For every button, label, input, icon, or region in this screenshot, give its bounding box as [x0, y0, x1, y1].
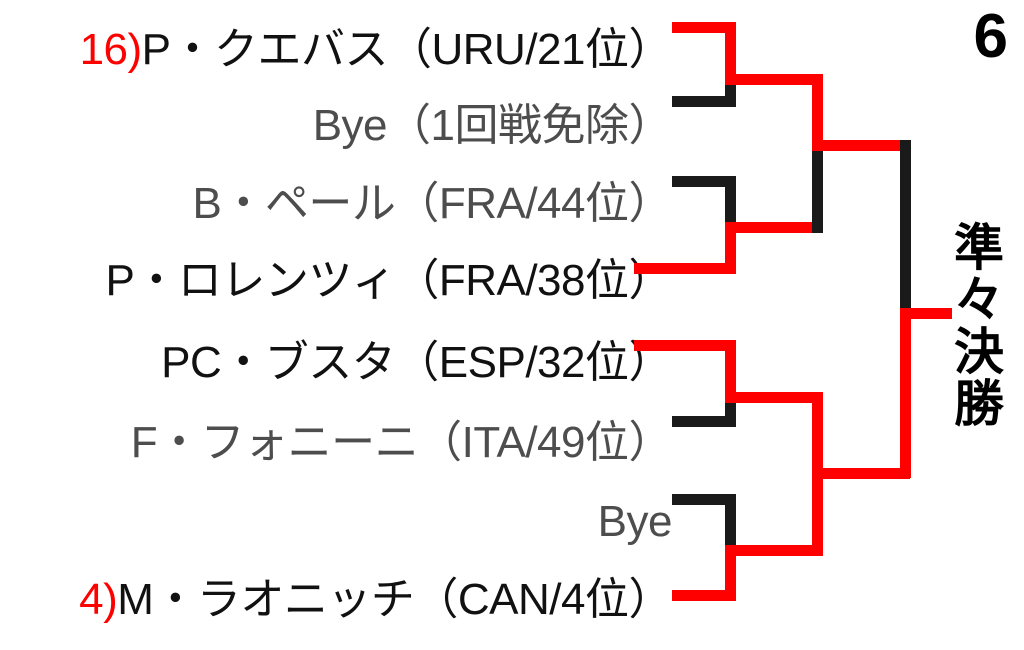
player-name: P・ロレンツィ（FRA/38位）	[105, 256, 672, 305]
player-name: F・フォニーニ（ITA/49位）	[130, 418, 673, 467]
player-name: M・ラオニッチ（CAN/4位）	[117, 575, 672, 624]
bracket-slot-8[interactable]: 4)M・ラオニッチ（CAN/4位）	[0, 578, 672, 622]
bracket-slot-2[interactable]: Bye（1回戦免除）	[0, 101, 673, 150]
bracket-slot-5[interactable]: PC・ブスタ（ESP/32位）	[0, 341, 672, 385]
bracket-slot-6[interactable]: F・フォニーニ（ITA/49位）	[0, 418, 673, 467]
r1-m1-joiner-red	[725, 22, 736, 84]
r2-top-winner-line	[812, 140, 910, 151]
r2-top-upper-line	[725, 74, 823, 85]
player-name: P・クエバス（URU/21位）	[141, 25, 673, 74]
r1-m3-bottom-line	[672, 416, 736, 427]
round-label-char-4: 勝	[954, 376, 1004, 432]
r1-m2-bottom-line	[634, 263, 736, 274]
bracket-slot-7[interactable]: Bye	[0, 497, 673, 546]
r1-m1-bottom-line	[672, 96, 736, 107]
seed-label: 16)	[79, 25, 143, 74]
r2-bottom-lower-line	[725, 545, 823, 556]
player-name: Bye	[597, 497, 673, 546]
r1-m3-top-line	[634, 340, 736, 351]
player-name: PC・ブスタ（ESP/32位）	[161, 338, 672, 387]
r1-m4-top-line	[672, 494, 736, 505]
round-label-char-1: 準	[954, 220, 1004, 276]
r1-m4-joiner-red	[725, 545, 736, 601]
quarterfinal-winner-stub	[900, 308, 952, 319]
r2-top-joiner-black	[812, 74, 823, 233]
player-name: Bye（1回戦免除）	[312, 101, 673, 150]
r1-m2-joiner-red	[725, 222, 736, 274]
r1-m4-bottom-line	[672, 590, 736, 601]
r2-top-lower-line	[725, 222, 823, 233]
quarterfinal-joiner-red	[900, 312, 911, 478]
r2-bottom-upper-line	[725, 392, 823, 403]
bracket-slot-1[interactable]: 16)P・クエバス（URU/21位）	[0, 25, 673, 74]
round-label-char-3: 決	[954, 324, 1004, 380]
round-label-quarterfinal: 準 々 決 勝	[948, 222, 1010, 430]
r1-m2-top-line	[672, 176, 736, 187]
r1-m1-top-line	[672, 22, 736, 33]
r2-bottom-winner-line	[812, 468, 910, 479]
r2-top-joiner-red	[812, 74, 823, 148]
r1-m3-joiner-red	[725, 340, 736, 402]
round-label-char-2: 々	[954, 272, 1004, 328]
bracket-slot-4[interactable]: P・ロレンツィ（FRA/38位）	[0, 259, 672, 303]
player-name: B・ペール（FRA/44位）	[192, 179, 672, 228]
page-number: 6	[973, 2, 1008, 71]
bracket-slot-3[interactable]: B・ペール（FRA/44位）	[0, 182, 672, 226]
seed-label: 4)	[79, 575, 118, 624]
